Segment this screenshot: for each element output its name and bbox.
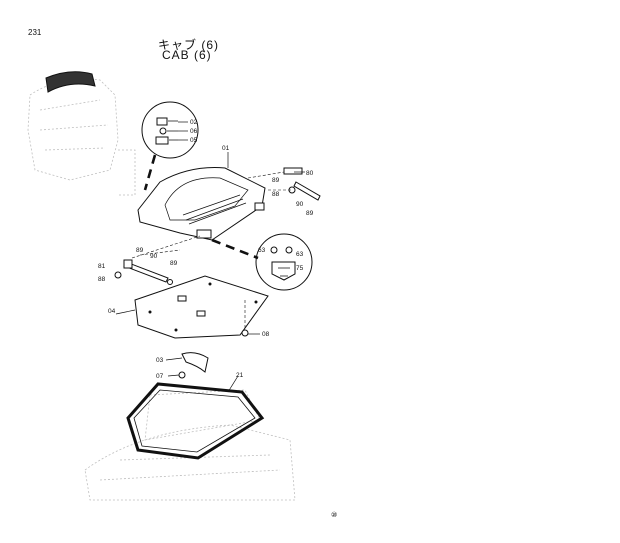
callout-88-a: 88 — [272, 191, 280, 198]
callout-07: 07 — [156, 373, 164, 380]
detail-leader-right — [211, 238, 259, 260]
handle — [178, 352, 209, 379]
footer-mark: ⑩ — [331, 512, 338, 519]
headliner-panel — [134, 275, 269, 339]
callout-90-a: 90 — [296, 201, 304, 208]
callout-02: 02 — [190, 119, 198, 126]
callout-leaders — [115, 121, 305, 393]
detail-circle-top — [141, 101, 199, 159]
callout-06: 06 — [190, 128, 198, 135]
callout-01: 01 — [222, 145, 230, 152]
callout-labels: 02 06 05 01 80 89 88 90 89 63 63 75 89 9… — [98, 119, 314, 380]
roof-panel — [137, 167, 266, 241]
roof-seal — [126, 382, 265, 460]
ghost-cab-base — [84, 389, 296, 501]
callout-75: 75 — [296, 265, 304, 272]
callout-21: 21 — [236, 372, 244, 379]
detail-leader-top — [143, 154, 157, 191]
callout-90-b: 90 — [150, 253, 158, 260]
callout-89-c: 89 — [136, 247, 144, 254]
callout-89-b: 89 — [306, 210, 314, 217]
callout-80: 80 — [306, 170, 314, 177]
callout-63-a: 63 — [258, 247, 266, 254]
right-bracket — [247, 167, 321, 201]
callout-81: 81 — [98, 263, 106, 270]
callout-89-a: 89 — [272, 177, 280, 184]
page-number: 231 — [28, 28, 42, 37]
ghost-cab-top — [27, 71, 136, 196]
callout-63-b: 63 — [296, 251, 304, 258]
callout-03: 03 — [156, 357, 164, 364]
left-strut — [114, 235, 201, 285]
callout-88-b: 88 — [98, 276, 106, 283]
title-english: CAB (6) — [162, 48, 212, 62]
callout-05: 05 — [190, 137, 198, 144]
callout-89-d: 89 — [170, 260, 178, 267]
callout-04: 04 — [108, 308, 116, 315]
detail-circle-right — [255, 233, 313, 291]
callout-08: 08 — [262, 331, 270, 338]
title-japanese: キャブ (6) — [158, 38, 220, 52]
